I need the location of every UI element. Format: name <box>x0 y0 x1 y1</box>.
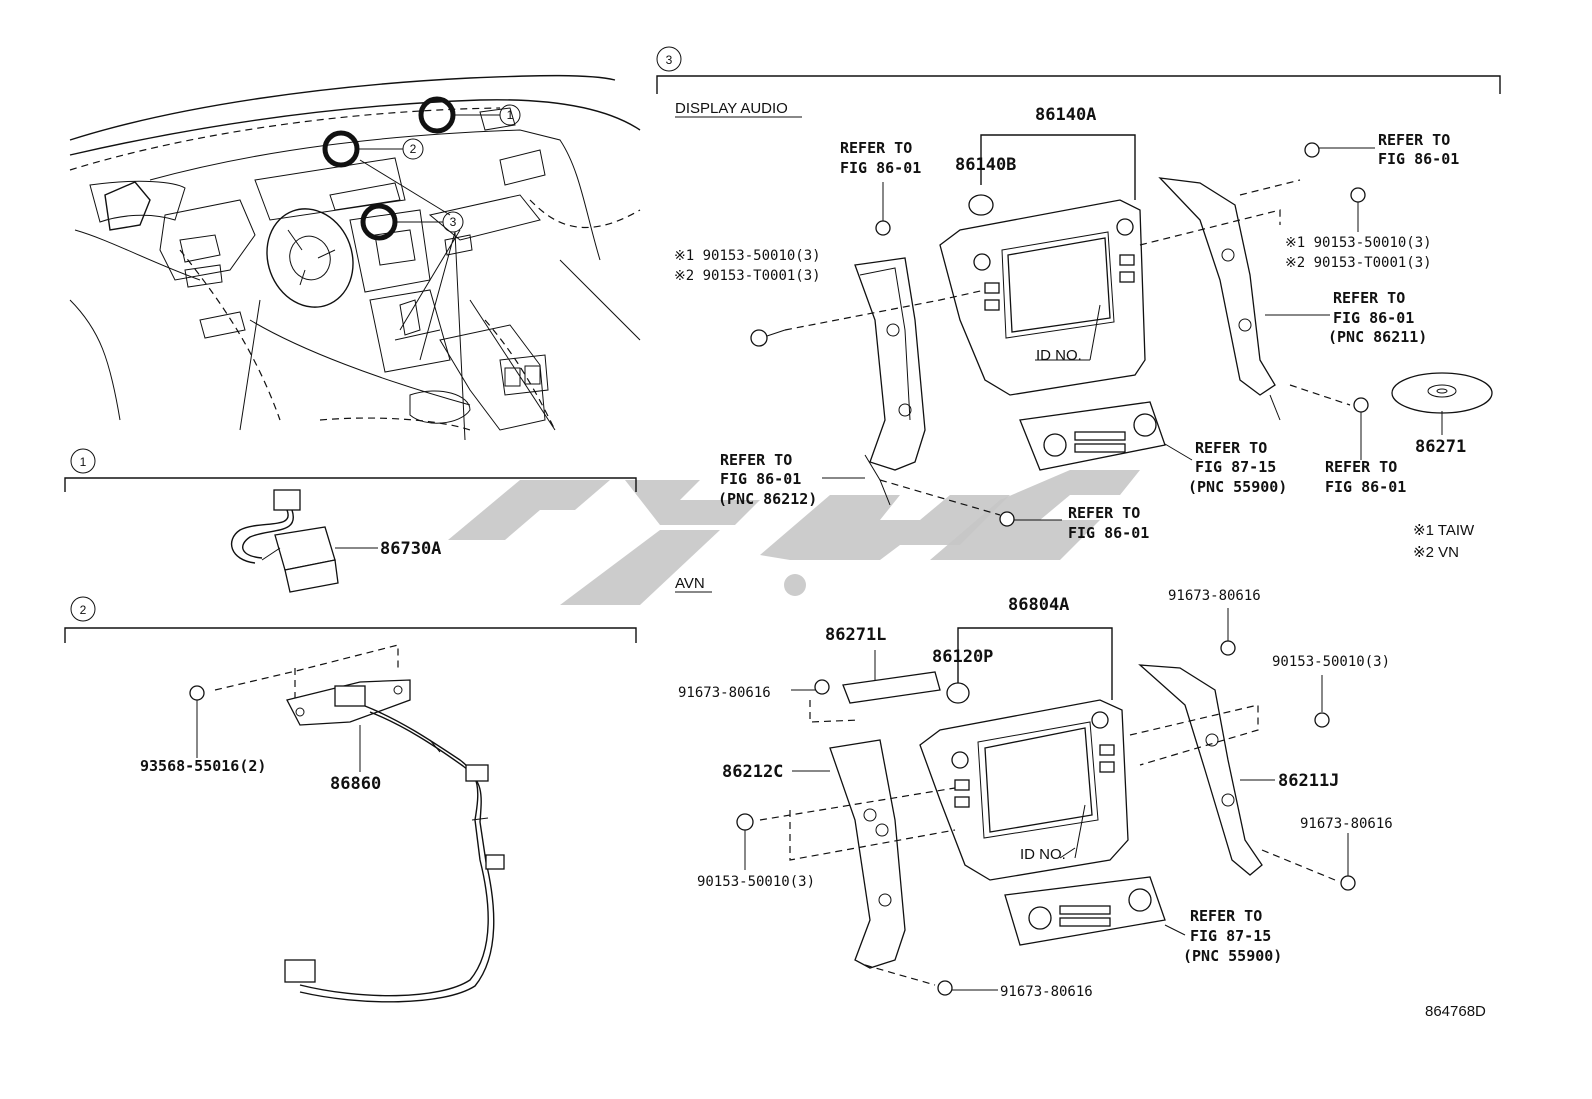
watermark-logo <box>448 470 1140 605</box>
label-91673-right: 91673-80616 <box>1300 816 1393 832</box>
bolt-right-1: ※1 90153-50010(3) <box>1285 235 1432 251</box>
label-93568: 93568-55016(2) <box>140 757 266 775</box>
refer-8-line1: REFER TO <box>1190 907 1262 925</box>
section-1: 1 86730A <box>64 448 637 593</box>
dashboard-illustration <box>69 74 641 441</box>
refer-3-line1: REFER TO <box>1333 289 1405 307</box>
note-1: ※1 TAIW <box>1413 522 1475 539</box>
left-bracket-avn <box>736 700 998 996</box>
refer-7-line2: FIG 86-01 <box>1068 524 1149 542</box>
refer-1-line1: REFER TO <box>840 139 912 157</box>
refer-4-line1: REFER TO <box>720 451 792 469</box>
label-86140a: 86140A <box>1035 105 1096 125</box>
label-86120p: 86120P <box>932 647 993 667</box>
label-86271l: 86271L <box>825 625 886 645</box>
section-2-num: 2 <box>80 603 87 617</box>
bolt-left-1: ※1 90153-50010(3) <box>674 248 821 264</box>
avn-unit-drawing <box>791 608 1236 946</box>
bolt-right-2: ※2 90153-T0001(3) <box>1285 255 1432 271</box>
label-86211j: 86211J <box>1278 771 1339 791</box>
label-86212c: 86212C <box>722 762 783 782</box>
refer-7-line1: REFER TO <box>1068 504 1140 522</box>
label-86860: 86860 <box>330 774 381 794</box>
label-86140b: 86140B <box>955 155 1016 175</box>
section-1-num: 1 <box>80 455 87 469</box>
cd-disc-86271 <box>1391 372 1493 435</box>
refer-6-line1: REFER TO <box>1325 458 1397 476</box>
display-audio-title: DISPLAY AUDIO <box>675 100 788 117</box>
refer-6-line2: FIG 86-01 <box>1325 478 1406 496</box>
display-audio-unit-drawing <box>939 134 1193 471</box>
callout-1-num: 1 <box>507 108 514 122</box>
part-86730a-drawing <box>230 489 378 593</box>
callout-2-num: 2 <box>410 142 417 156</box>
right-bracket-display-audio <box>1139 142 1375 460</box>
drawing-number: 864768D <box>1425 1003 1486 1020</box>
refer-8-line2: FIG 87-15 <box>1190 927 1271 945</box>
label-91673-top: 91673-80616 <box>1168 588 1261 604</box>
id-no-2: ID NO. <box>1020 846 1066 863</box>
section-2: 2 93568-55016(2) 86860 <box>64 596 637 1003</box>
callout-3: 3 <box>442 211 464 233</box>
part-86860-drawing <box>189 644 505 1003</box>
refer-3-line3: (PNC 86211) <box>1328 328 1427 346</box>
label-90153-left: 90153-50010(3) <box>697 874 815 890</box>
note-2: ※2 VN <box>1413 544 1459 561</box>
bolt-left-2: ※2 90153-T0001(3) <box>674 268 821 284</box>
callout-3-num: 3 <box>450 215 457 229</box>
refer-1-line2: FIG 86-01 <box>840 159 921 177</box>
label-91673-bottom: 91673-80616 <box>1000 984 1093 1000</box>
refer-4-line2: FIG 86-01 <box>720 470 801 488</box>
right-bracket-avn <box>1059 664 1356 891</box>
refer-4-line3: (PNC 86212) <box>718 490 817 508</box>
label-86804a: 86804A <box>1008 595 1069 615</box>
label-86271: 86271 <box>1415 437 1466 457</box>
callout-1: 1 <box>499 104 521 126</box>
id-no-1: ID NO. <box>1036 347 1082 364</box>
refer-2-line2: FIG 86-01 <box>1378 150 1459 168</box>
refer-5-line2: FIG 87-15 <box>1195 458 1276 476</box>
callout-2: 2 <box>402 138 424 160</box>
refer-2-line1: REFER TO <box>1378 131 1450 149</box>
refer-3-line2: FIG 86-01 <box>1333 309 1414 327</box>
avn-title: AVN <box>675 575 705 592</box>
left-bracket-display-audio <box>750 182 1062 527</box>
label-86730a: 86730A <box>380 539 441 559</box>
section-3: 3 DISPLAY AUDIO AVN <box>656 46 1501 593</box>
refer-8-line3: (PNC 55900) <box>1183 947 1282 965</box>
section-3-num: 3 <box>666 53 673 67</box>
refer-5-line3: (PNC 55900) <box>1188 478 1287 496</box>
label-90153-right: 90153-50010(3) <box>1272 654 1390 670</box>
label-91673-left: 91673-80616 <box>678 685 771 701</box>
refer-5-line1: REFER TO <box>1195 439 1267 457</box>
